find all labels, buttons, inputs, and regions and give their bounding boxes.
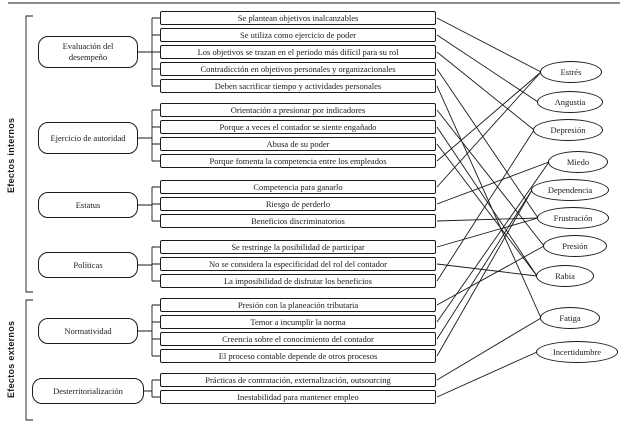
effect-ellipse: Miedo <box>548 151 608 173</box>
category-box: Normatividad <box>38 318 138 344</box>
statement-box: Orientación a presionar por indicadores <box>160 103 436 117</box>
edge-line <box>436 71 542 162</box>
statement-box: Creencia sobre el conocimiento del conta… <box>160 332 436 346</box>
statement-box: Contradicción en objetivos personales y … <box>160 62 436 76</box>
edge-line <box>436 161 550 205</box>
statement-box: Los objetivos se trazan en el periodo má… <box>160 45 436 59</box>
side-label-efectos-externos: Efectos externos <box>6 320 16 398</box>
edge-line <box>436 245 545 306</box>
statement-box: Se restringe la posibilidad de participa… <box>160 240 436 254</box>
statement-box: Deben sacrificar tiempo y actividades pe… <box>160 79 436 93</box>
effect-ellipse: Fatiga <box>540 307 600 329</box>
edge-lines <box>436 17 550 398</box>
category-box: Desterritorialización <box>32 378 144 404</box>
statement-box: La imposibilidad de disfrutar los benefi… <box>160 274 436 288</box>
category-box: Políticas <box>38 252 138 278</box>
statement-box: Se utiliza como ejercicio de poder <box>160 28 436 42</box>
edge-line <box>436 189 533 357</box>
edge-line <box>436 161 550 323</box>
statement-box: Prácticas de contratación, externalizaci… <box>160 373 436 387</box>
edge-line <box>436 217 539 222</box>
edge-line <box>436 189 533 340</box>
group-bracket <box>138 246 160 282</box>
statement-box: Abusa de su poder <box>160 137 436 151</box>
statement-box: Se plantean objetivos inalcanzables <box>160 11 436 25</box>
group-bracket <box>138 304 160 357</box>
group-bracket <box>138 17 160 87</box>
statement-box: Presión con la planeación tributaria <box>160 298 436 312</box>
group-bracket <box>144 379 160 398</box>
edge-line <box>436 263 538 277</box>
group-brackets <box>138 17 160 398</box>
statement-box: No se considera la especificidad del rol… <box>160 257 436 271</box>
statement-box: Inestabilidad para mantener empleo <box>160 390 436 404</box>
side-label-efectos-internos: Efectos internos <box>6 117 16 193</box>
edge-line <box>436 129 535 282</box>
group-bracket <box>138 109 160 162</box>
edge-line <box>436 351 538 398</box>
category-box: Ejercicio de autoridad <box>38 122 138 154</box>
edge-line <box>436 126 538 277</box>
statement-box: Temor a incumplir la norma <box>160 315 436 329</box>
statement-box: Porque fomenta la competencia entre los … <box>160 154 436 168</box>
effect-ellipse: Rabia <box>536 265 594 287</box>
category-box: Estatus <box>38 192 138 218</box>
group-bracket <box>138 186 160 222</box>
edge-line <box>436 143 538 277</box>
statement-box: El proceso contable depende de otros pro… <box>160 349 436 363</box>
efectos-externos-bracket <box>25 299 33 421</box>
edge-line <box>436 51 535 131</box>
effect-ellipse: Depresión <box>533 119 603 141</box>
edge-line <box>436 71 542 188</box>
statement-box: Beneficios discriminatorios <box>160 214 436 228</box>
effect-ellipse: Angustia <box>537 91 603 113</box>
category-box: Evaluación del desempeño <box>38 36 138 68</box>
effect-ellipse: Incertidumbre <box>536 341 618 363</box>
statement-box: Riesgo de perderlo <box>160 197 436 211</box>
effect-ellipse: Dependencia <box>531 179 609 201</box>
statement-box: Competencia para ganarlo <box>160 180 436 194</box>
edge-line <box>436 85 542 319</box>
efectos-internos-bracket <box>25 15 33 293</box>
edge-line <box>436 217 539 248</box>
edge-line <box>436 17 542 73</box>
effect-ellipse: Presión <box>543 235 607 257</box>
statement-box: Porque a veces el contador se siente eng… <box>160 120 436 134</box>
edge-line <box>436 109 545 247</box>
edge-line <box>436 68 539 219</box>
effect-ellipse: Frustración <box>537 207 609 229</box>
effect-ellipse: Estrés <box>540 61 602 83</box>
edge-line <box>436 34 539 103</box>
edge-line <box>436 317 542 381</box>
